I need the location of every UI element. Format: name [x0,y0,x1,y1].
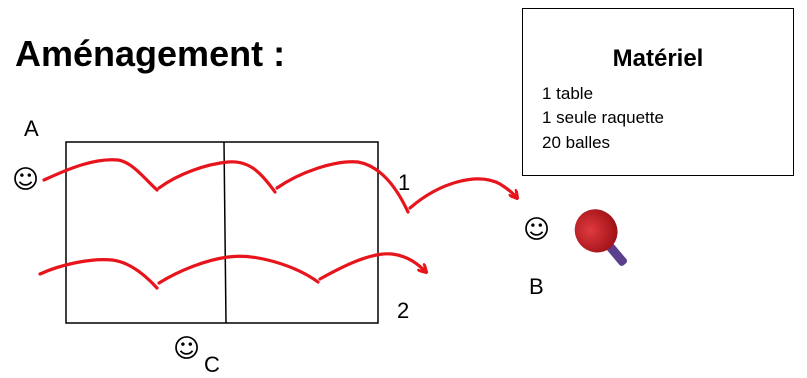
paddle-handle [605,242,628,266]
player-a-label: A [24,116,39,141]
trajectory-1-bounce-1 [42,158,159,192]
player-b-label: B [529,274,544,299]
path-2-label: 2 [397,298,410,323]
materiel-item-table: 1 table [542,84,594,103]
paddle-head [574,209,618,253]
player-a-smiley-icon: ☺ [12,165,40,195]
trajectory-2-bounce-1 [38,258,159,290]
trajectory-1-bounce-3 [275,160,410,214]
page-title: Aménagement : [15,33,286,74]
path-1-label: 1 [398,170,411,195]
trajectory-2-arrow [318,252,426,281]
trajectory-2 [38,252,426,290]
player-b-smiley-icon: ☺ [523,215,551,245]
trajectory-1-arrow [408,177,517,210]
ping-pong-table [65,141,379,324]
materiel-item-raquette: 1 seule raquette [542,108,664,127]
materiel-box: Matériel 1 table 1 seule raquette 20 bal… [522,8,794,176]
table-net [223,141,227,324]
trajectory-1 [42,158,517,214]
materiel-item-balles: 20 balles [542,133,611,152]
paddle-icon [574,209,628,266]
materiel-heading: Matériel [612,45,704,72]
player-c-smiley-icon: ☺ [173,334,201,364]
player-c-label: C [204,352,220,377]
trajectory-1-bounce-2 [157,160,277,194]
trajectory-2-bounce-2 [157,254,320,285]
